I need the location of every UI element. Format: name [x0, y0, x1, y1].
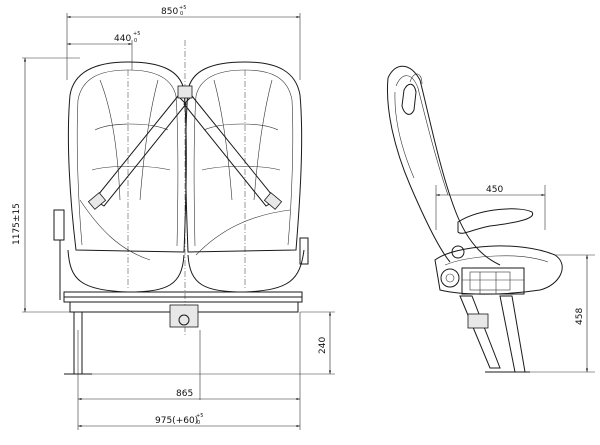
left-seat-back — [67, 61, 187, 253]
dim-seat-width-tol-bot: 0 — [134, 38, 137, 44]
dim-overall-width-value: 850 — [161, 7, 178, 17]
dim-frame-width-tol-bot: 0 — [197, 420, 200, 426]
dimension-height: 1175±15 — [12, 58, 27, 312]
dim-frame-width-value: 975(+60) — [155, 416, 198, 426]
side-mechanism — [440, 245, 525, 295]
dimension-seat-width: 440 +5 0 — [67, 31, 140, 46]
front-view: 850 +5 0 440 +5 0 1175±15 865 975(+60) +… — [12, 5, 335, 430]
dim-frame-width-tol-top: +5 — [196, 413, 203, 419]
dim-height-value: 1175±15 — [12, 203, 22, 245]
dimension-overall-width: 850 +5 0 — [67, 5, 300, 19]
dim-seat-height-value: 458 — [575, 308, 585, 325]
side-armrest — [457, 208, 534, 234]
side-legs — [459, 295, 530, 373]
side-view: 450 458 — [386, 65, 595, 373]
legs — [64, 311, 92, 375]
dim-armrest-reach-value: 450 — [486, 185, 503, 195]
dim-overall-width-tol-top: +5 — [179, 5, 186, 11]
dim-leg-height-value: 240 — [318, 337, 328, 354]
side-extension-lines — [435, 185, 595, 373]
dim-rail-span-value: 865 — [176, 389, 193, 399]
dimension-frame-width: 975(+60) +5 0 — [78, 413, 300, 428]
dim-seat-width-value: 440 — [114, 34, 131, 44]
extension-lines — [22, 13, 335, 430]
dim-seat-width-tol-top: +5 — [133, 31, 140, 37]
dim-overall-width-tol-bot: 0 — [180, 11, 183, 17]
dimension-leg-height: 240 — [318, 312, 332, 374]
base-frame — [63, 291, 303, 328]
right-seat-back — [185, 61, 303, 253]
dimension-seat-height: 458 — [575, 255, 589, 372]
dimension-rail-span: 865 — [78, 389, 300, 401]
seat-cushions — [67, 199, 305, 293]
side-backrest — [386, 65, 501, 266]
seat-belts — [87, 85, 283, 210]
side-brackets — [53, 209, 309, 300]
dimension-armrest-reach: 450 — [436, 185, 545, 197]
